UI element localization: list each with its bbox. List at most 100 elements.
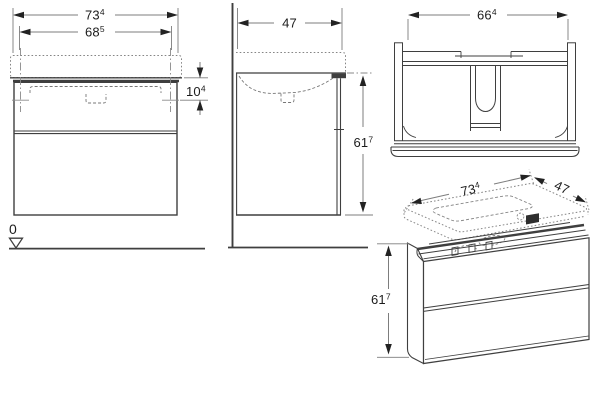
dim-superscript: 7 bbox=[386, 292, 391, 302]
dim-label: 47 bbox=[552, 177, 572, 197]
rim-rail-lower bbox=[423, 234, 589, 260]
perspective-view: 734 47 617 bbox=[371, 169, 590, 365]
bowl-dotted-outline bbox=[432, 195, 533, 222]
extension-line bbox=[584, 195, 590, 211]
arrowhead-down bbox=[196, 67, 204, 78]
arrowhead-left bbox=[237, 19, 249, 27]
dim-label: 685 bbox=[85, 24, 105, 40]
dim-value: 61 bbox=[354, 135, 369, 150]
perspective-dim-height: 617 bbox=[371, 243, 409, 358]
cabinet-left-side-face bbox=[406, 242, 425, 365]
perspective-dim-depth: 47 bbox=[534, 177, 590, 211]
top-back-rails bbox=[403, 51, 567, 66]
dim-value: 73 bbox=[459, 181, 477, 199]
arrowhead-left bbox=[19, 28, 31, 36]
dim-superscript: 4 bbox=[474, 179, 481, 190]
washbasin-apron-dotted bbox=[403, 209, 585, 241]
drain-hidden-edge bbox=[280, 92, 295, 103]
basin-hidden-edge bbox=[29, 86, 162, 93]
front-rim-section bbox=[331, 73, 346, 79]
front-washbasin-outline bbox=[10, 55, 182, 79]
dim-value: 47 bbox=[552, 177, 572, 197]
siphon-dotted-arc bbox=[454, 245, 478, 253]
siphon-cutout-u bbox=[475, 97, 496, 112]
washbasin-dotted-outline bbox=[236, 52, 346, 73]
siphon-hidden-edge bbox=[85, 94, 107, 104]
arrowhead-right bbox=[575, 194, 586, 203]
arrowhead-right bbox=[557, 11, 568, 19]
rim-rail-top bbox=[417, 223, 585, 251]
front-dim-mounting-width: 685 bbox=[19, 24, 172, 50]
front-view: 734 685 bbox=[8, 7, 208, 250]
side-washbasin-profile bbox=[236, 52, 346, 103]
dim-superscript: 5 bbox=[100, 24, 105, 34]
dim-label: 104 bbox=[186, 84, 206, 100]
dim-value: 66 bbox=[477, 8, 492, 23]
front-cabinet bbox=[13, 79, 179, 216]
dim-label: 664 bbox=[477, 7, 497, 23]
drawer-divider bbox=[423, 284, 590, 309]
datum-triangle-icon bbox=[8, 237, 24, 250]
cabinet-body bbox=[13, 81, 178, 216]
side-dim-depth: 47 bbox=[237, 8, 343, 50]
dim-value: 47 bbox=[282, 16, 297, 31]
arrowhead-left bbox=[408, 11, 419, 19]
arrowhead-right bbox=[331, 19, 342, 27]
side-cabinet bbox=[236, 72, 346, 216]
interior-back-rail bbox=[428, 222, 571, 245]
rim-rail-groove bbox=[418, 229, 586, 255]
arrowhead-right bbox=[167, 11, 178, 19]
top-side-walls bbox=[394, 42, 576, 141]
side-dim-height: 617 bbox=[345, 72, 373, 216]
cabinet-front-face bbox=[422, 237, 590, 365]
perspective-dim-width: 734 bbox=[404, 169, 534, 213]
mounting-bracket bbox=[526, 213, 539, 225]
top-front-panels bbox=[390, 140, 580, 158]
dim-label: 617 bbox=[371, 292, 391, 308]
bottom-panel-line bbox=[424, 335, 589, 360]
arrowhead-left bbox=[411, 197, 422, 204]
arrowhead-left bbox=[534, 177, 545, 185]
top-siphon-channel bbox=[470, 65, 501, 131]
arrowhead-up bbox=[196, 100, 204, 111]
dim-value: 61 bbox=[371, 292, 386, 307]
datum-zero-label: 0 bbox=[9, 221, 17, 237]
outer-front-panel bbox=[390, 147, 580, 158]
perspective-cabinet bbox=[406, 213, 590, 365]
dim-superscript: 7 bbox=[368, 135, 373, 145]
rim-left-cap bbox=[416, 247, 424, 262]
arrowhead-down bbox=[359, 202, 367, 213]
arrowhead-up bbox=[385, 245, 392, 256]
front-mounting-centerlines bbox=[12, 48, 179, 112]
arrowhead-left bbox=[13, 11, 24, 19]
dim-label: 734 bbox=[459, 179, 482, 199]
dim-superscript: 4 bbox=[100, 7, 105, 17]
dim-label-group: 47 bbox=[552, 177, 572, 197]
dim-label: 734 bbox=[85, 7, 105, 23]
arrowhead-right bbox=[520, 174, 531, 181]
washbasin-top-dotted bbox=[405, 183, 587, 233]
top-dim-inner-width: 664 bbox=[407, 7, 569, 40]
corner-bracket-left bbox=[403, 125, 417, 138]
corner-bracket-right bbox=[554, 125, 568, 138]
drain-dotted-ellipse bbox=[478, 234, 506, 247]
extension-line bbox=[528, 169, 534, 184]
dim-value: 68 bbox=[85, 25, 100, 40]
arrowhead-up bbox=[359, 75, 367, 86]
perspective-washbasin bbox=[403, 183, 589, 247]
dim-superscript: 4 bbox=[492, 7, 497, 17]
bowl-hidden-profile bbox=[238, 73, 339, 94]
drawer-divider bbox=[423, 287, 590, 312]
floor-datum: 0 bbox=[8, 221, 205, 250]
dim-value: 10 bbox=[186, 84, 201, 99]
side-view: 47 617 bbox=[228, 3, 373, 249]
dim-label: 47 bbox=[282, 16, 297, 31]
dim-value: 73 bbox=[85, 8, 100, 23]
front-dim-basin-height: 104 bbox=[180, 62, 208, 115]
extension-line bbox=[404, 198, 414, 213]
arrowhead-right bbox=[160, 28, 172, 36]
tap-hole-dotted bbox=[516, 212, 525, 221]
washbasin-dotted-outline bbox=[10, 55, 182, 78]
arrowhead-down bbox=[385, 344, 392, 355]
